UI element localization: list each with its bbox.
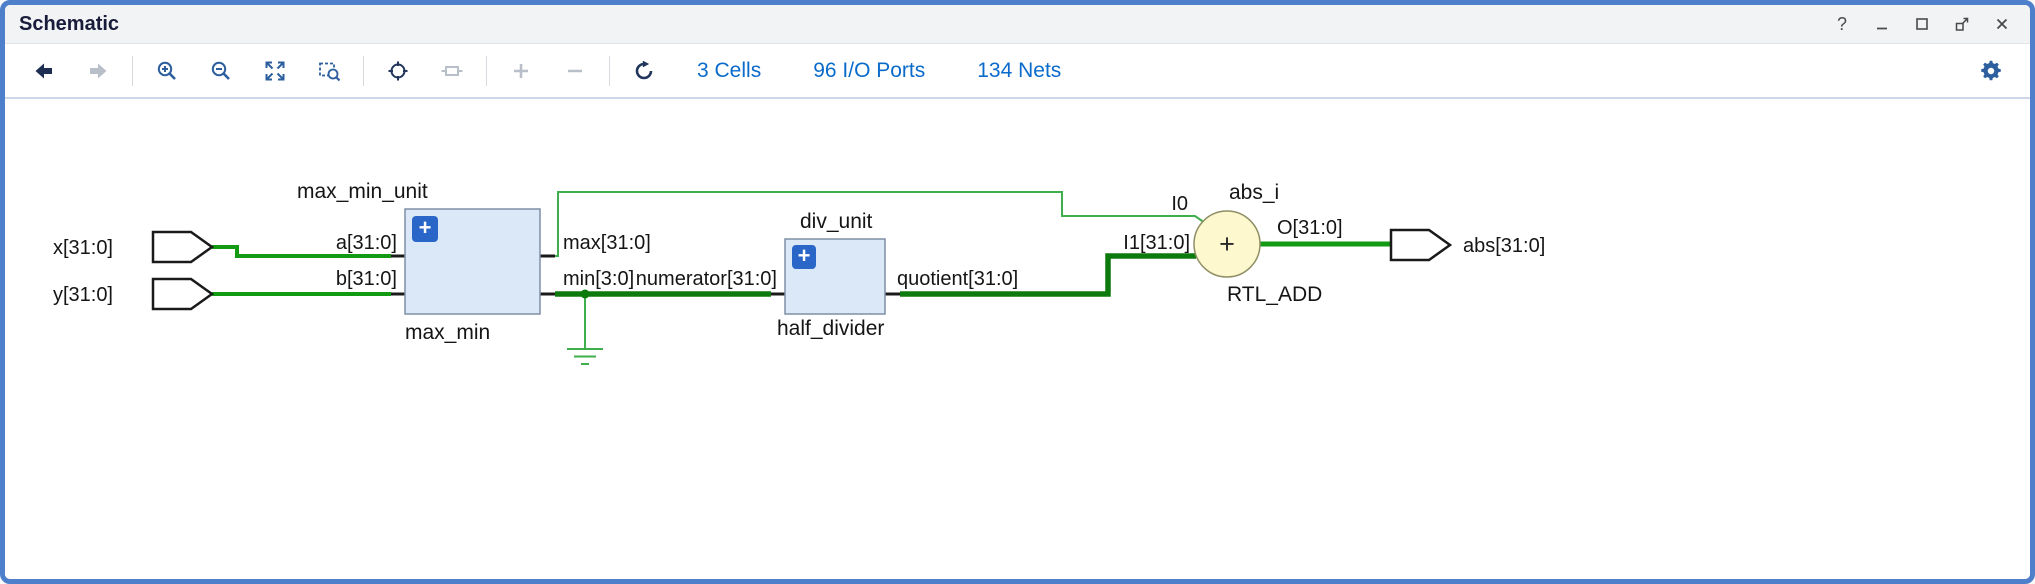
zoom-in-button[interactable] [144, 50, 190, 92]
title-bar: Schematic ? [5, 5, 2030, 44]
back-arrow-icon [35, 63, 52, 78]
cell-instance-label: max_min [405, 321, 490, 344]
expand-button[interactable] [498, 50, 544, 92]
pin-label-b: b[31:0] [336, 268, 397, 290]
pin-label-numerator: numerator[31:0] [636, 268, 777, 290]
refresh-icon [635, 60, 653, 79]
float-button[interactable] [1948, 12, 1976, 36]
zoom-to-selection-button[interactable] [306, 50, 352, 92]
ground-symbol[interactable] [567, 348, 603, 365]
zoom-to-selection-icon [319, 62, 341, 81]
toolbar-separator [363, 55, 364, 86]
window-controls: ? [1828, 12, 2016, 36]
pin-label-quotient: quotient[31:0] [897, 268, 1018, 290]
pin-label-i0: I0 [1171, 193, 1188, 215]
zoom-out-button[interactable] [198, 50, 244, 92]
float-icon [1955, 17, 1969, 31]
minimize-button[interactable] [1868, 12, 1896, 36]
adder-operator: + [1219, 229, 1235, 259]
cell-type-label: max_min_unit [297, 180, 428, 203]
pin-label-max: max[31:0] [563, 232, 651, 254]
window-title: Schematic [19, 12, 120, 35]
fit-selection-button[interactable] [429, 50, 475, 92]
minus-icon [568, 69, 582, 72]
expand-cell-glyph: + [798, 243, 811, 268]
zoom-fit-icon [265, 61, 285, 80]
settings-button[interactable] [1968, 50, 2014, 92]
fit-selection-icon [441, 65, 463, 76]
back-button[interactable] [21, 50, 67, 92]
cell-type-label: RTL_ADD [1227, 283, 1322, 306]
toolbar-separator [609, 55, 610, 86]
plus-icon [514, 63, 528, 78]
regenerate-button[interactable] [621, 50, 667, 92]
port-label-abs: abs[31:0] [1463, 235, 1545, 257]
zoom-in-icon [157, 61, 176, 80]
schematic-canvas[interactable]: x[31:0] y[31:0] abs[31:0] + max_min_unit… [5, 99, 2030, 579]
expand-cell-button[interactable] [792, 245, 816, 269]
nets-count-link[interactable]: 134 Nets [977, 58, 1062, 82]
output-port-abs[interactable] [1389, 228, 1453, 262]
net-x-to-a[interactable] [212, 245, 391, 258]
input-port-y[interactable] [151, 277, 215, 311]
pin-label-i1: I1[31:0] [1123, 232, 1190, 254]
net-junction-dot [580, 289, 590, 299]
maximize-button[interactable] [1908, 12, 1936, 36]
expand-cell-glyph: + [419, 215, 432, 240]
forward-button[interactable] [75, 50, 121, 92]
zoom-fit-button[interactable] [252, 50, 298, 92]
close-button[interactable] [1988, 12, 2016, 36]
help-button[interactable]: ? [1828, 12, 1856, 36]
crosshair-icon [388, 61, 408, 80]
maximize-icon [1916, 18, 1928, 30]
cell-instance-label: abs_i [1229, 181, 1279, 204]
toolbar-separator [132, 55, 133, 86]
pin-stubs [391, 254, 900, 296]
toolbar-separator [486, 55, 487, 86]
close-icon [1996, 18, 2008, 30]
schematic-svg: x[31:0] y[31:0] abs[31:0] + max_min_unit… [53, 180, 1545, 365]
pin-label-o: O[31:0] [1277, 217, 1343, 239]
port-label-y: y[31:0] [53, 284, 113, 306]
toolbar: 3 Cells 96 I/O Ports 134 Nets [5, 44, 2030, 99]
net-quotient-to-i1[interactable] [900, 253, 1196, 297]
pin-label-min: min[3:0] [563, 268, 634, 290]
cells-count-link[interactable]: 3 Cells [697, 58, 762, 82]
minimize-icon [1877, 27, 1887, 30]
help-icon: ? [1836, 13, 1847, 34]
cell-instance-label: half_divider [777, 317, 884, 340]
crosshair-button[interactable] [375, 50, 421, 92]
zoom-out-icon [211, 61, 230, 80]
cell-type-label: div_unit [800, 210, 873, 233]
port-label-x: x[31:0] [53, 237, 113, 259]
pin-label-a: a[31:0] [336, 232, 397, 254]
cell-half-divider[interactable] [784, 238, 886, 315]
input-port-x[interactable] [151, 230, 215, 264]
io-ports-count-link[interactable]: 96 I/O Ports [813, 58, 926, 82]
net-max-to-i0[interactable] [555, 191, 1206, 257]
cell-rtl-add[interactable] [1193, 210, 1261, 278]
forward-arrow-icon [90, 63, 107, 78]
collapse-button[interactable] [552, 50, 598, 92]
expand-cell-button[interactable] [412, 216, 438, 242]
gear-icon [1981, 60, 2001, 80]
